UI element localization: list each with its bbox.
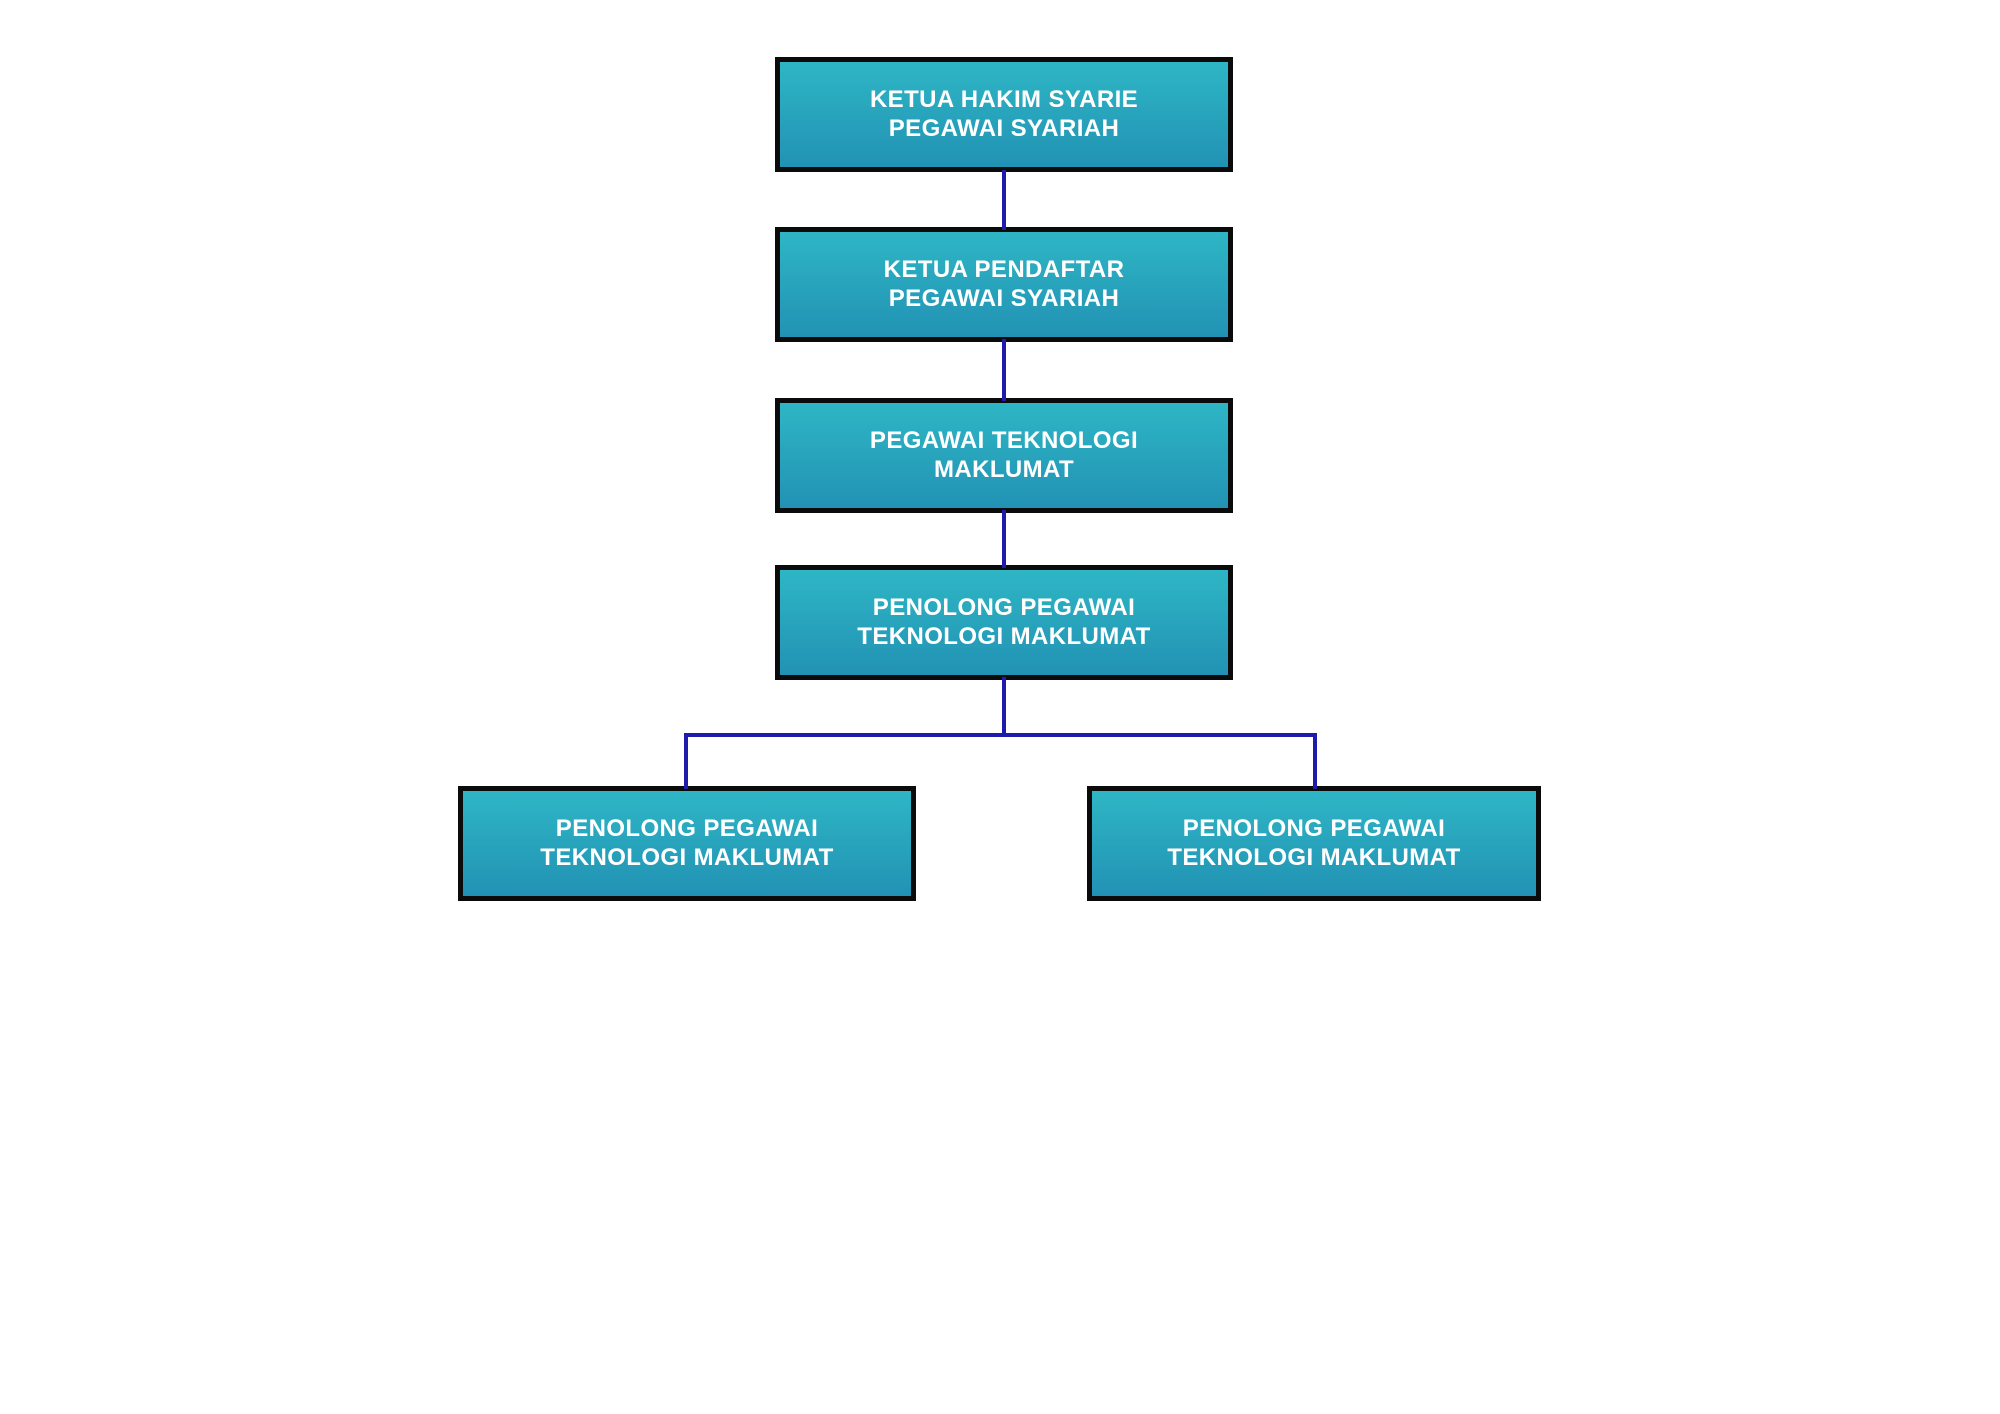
node-label-line2: PEGAWAI SYARIAH (888, 284, 1120, 312)
org-node-ketua-hakim-syarie: KETUA HAKIM SYARIE PEGAWAI SYARIAH (775, 57, 1233, 172)
node-label-line1: PENOLONG PEGAWAI (1182, 815, 1446, 843)
connector-branch-horizontal (684, 733, 1317, 737)
node-label-line1: PEGAWAI TEKNOLOGI (869, 427, 1139, 455)
org-node-pegawai-teknologi-maklumat: PEGAWAI TEKNOLOGI MAKLUMAT (775, 398, 1233, 513)
node-label-line1: KETUA HAKIM SYARIE (869, 86, 1139, 114)
org-node-penolong-pegawai-ti: PENOLONG PEGAWAI TEKNOLOGI MAKLUMAT (775, 565, 1233, 680)
connector-level4-branch-stem (1002, 677, 1006, 737)
connector-branch-left-drop (684, 733, 688, 789)
node-label-line2: TEKNOLOGI MAKLUMAT (857, 622, 1151, 650)
node-label-line1: KETUA PENDAFTAR (883, 256, 1125, 284)
node-label-line1: PENOLONG PEGAWAI (555, 815, 819, 843)
org-node-penolong-pegawai-ti-left: PENOLONG PEGAWAI TEKNOLOGI MAKLUMAT (458, 786, 916, 901)
connector-branch-right-drop (1313, 733, 1317, 789)
connector-level3-level4 (1002, 510, 1006, 568)
connector-level2-level3 (1002, 339, 1006, 401)
node-label-line1: PENOLONG PEGAWAI (872, 594, 1136, 622)
node-label-line2: TEKNOLOGI MAKLUMAT (540, 843, 834, 871)
node-label-line2: PEGAWAI SYARIAH (888, 114, 1120, 142)
node-label-line2: MAKLUMAT (933, 455, 1075, 483)
connector-level1-level2 (1002, 170, 1006, 230)
node-label-line2: TEKNOLOGI MAKLUMAT (1167, 843, 1461, 871)
org-node-ketua-pendaftar: KETUA PENDAFTAR PEGAWAI SYARIAH (775, 227, 1233, 342)
org-node-penolong-pegawai-ti-right: PENOLONG PEGAWAI TEKNOLOGI MAKLUMAT (1087, 786, 1541, 901)
